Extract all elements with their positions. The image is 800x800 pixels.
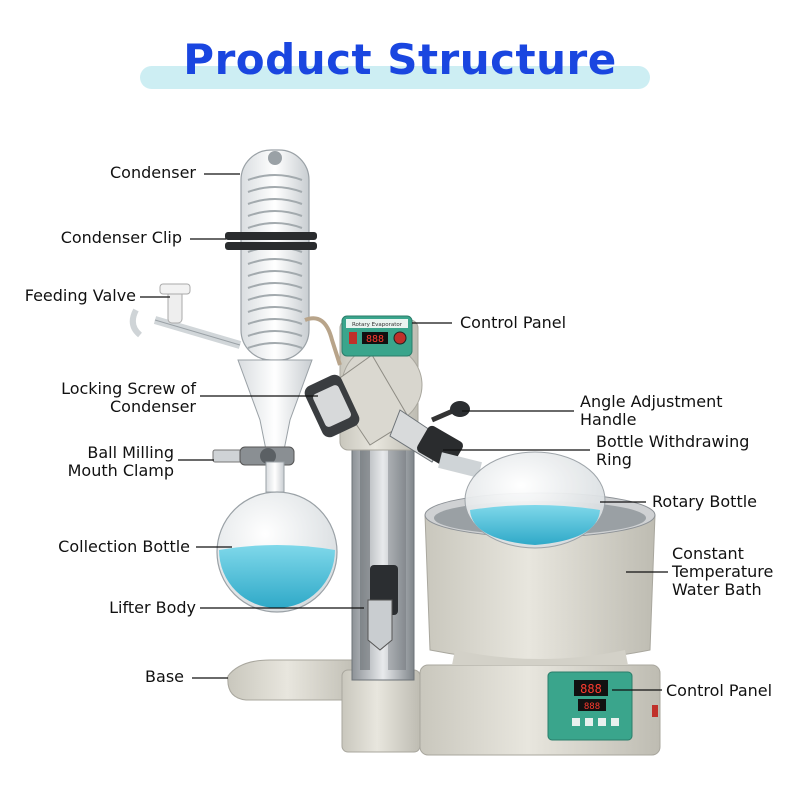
label-locking-screw-line2: Condenser — [110, 397, 196, 416]
top-panel-display: 888 — [366, 334, 384, 345]
label-control-panel-bottom: Control Panel — [666, 682, 772, 700]
ball-clamp — [212, 446, 295, 466]
label-feeding-valve-text: Feeding Valve — [24, 286, 136, 305]
label-lifter-body: Lifter Body — [109, 599, 196, 617]
leader-lines — [140, 173, 668, 691]
label-water-bath-line1: Constant — [672, 544, 744, 563]
label-control-panel-top-text: Control Panel — [460, 313, 567, 332]
label-angle-handle: Angle Adjustment Handle — [580, 393, 722, 429]
page-title: Product Structure — [183, 35, 617, 84]
label-ball-clamp-line1: Ball Milling — [87, 443, 174, 462]
label-locking-screw-line1: Locking Screw of — [61, 379, 196, 398]
bath-control-panel: 888 888 — [547, 671, 658, 741]
label-rotary-bottle: Rotary Bottle — [652, 493, 757, 511]
condenser-lower-glass — [237, 359, 313, 461]
label-withdraw-ring: Bottle Withdrawing Ring — [596, 433, 749, 469]
label-condenser-clip: Condenser Clip — [61, 229, 182, 247]
label-collection-bottle-text: Collection Bottle — [58, 537, 190, 556]
feeding-valve — [129, 283, 242, 349]
label-angle-handle-line2: Handle — [580, 410, 637, 429]
lifter-body — [351, 439, 415, 681]
base — [227, 659, 421, 753]
label-withdraw-ring-line2: Ring — [596, 450, 632, 469]
label-ball-clamp-line2: Mouth Clamp — [67, 461, 174, 480]
label-condenser: Condenser — [110, 164, 196, 182]
label-condenser-clip-text: Condenser Clip — [60, 228, 182, 247]
condenser — [240, 149, 342, 366]
label-control-panel-top: Control Panel — [460, 314, 566, 332]
label-control-panel-bottom-text: Control Panel — [666, 681, 773, 700]
label-angle-handle-line1: Angle Adjustment — [580, 392, 723, 411]
label-water-bath-line3: Water Bath — [672, 580, 762, 599]
label-water-bath: Constant Temperature Water Bath — [672, 545, 773, 599]
label-water-bath-line2: Temperature — [672, 562, 774, 581]
label-ball-clamp: Ball Milling Mouth Clamp — [68, 444, 174, 480]
label-locking-screw: Locking Screw of Condenser — [61, 380, 196, 416]
label-rotary-bottle-text: Rotary Bottle — [652, 492, 757, 511]
title-highlight-bar — [140, 66, 650, 89]
rotary-bottle — [438, 451, 606, 549]
label-withdraw-ring-line1: Bottle Withdrawing — [596, 432, 750, 451]
top-panel-caption: Rotary Evaporator — [352, 322, 403, 328]
label-base: Base — [145, 668, 184, 686]
bath-display-2: 888 — [584, 702, 600, 712]
locking-screw — [304, 374, 360, 438]
label-base-text: Base — [145, 667, 184, 686]
condenser-clip — [225, 232, 317, 250]
bath-display-1: 888 — [580, 682, 602, 696]
collection-bottle — [216, 461, 338, 613]
top-control-panel: Rotary Evaporator 888 — [341, 315, 413, 357]
label-lifter-body-text: Lifter Body — [109, 598, 196, 617]
angle-handle — [431, 401, 470, 423]
label-feeding-valve: Feeding Valve — [25, 287, 136, 305]
label-condenser-text: Condenser — [110, 163, 196, 182]
label-collection-bottle: Collection Bottle — [58, 538, 190, 556]
